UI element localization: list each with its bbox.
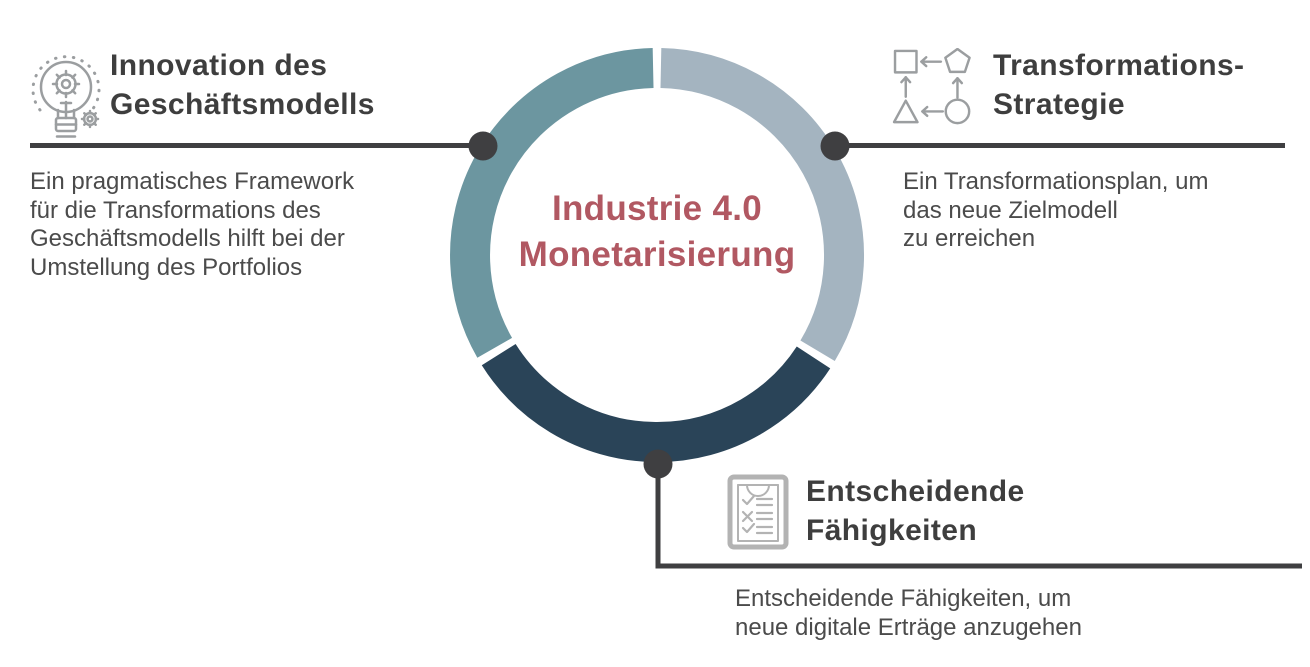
callout-heading-transformation: Transformations- Strategie <box>993 49 1245 121</box>
lightbulb-gears-icon <box>31 55 101 138</box>
callout-body-transformation: Ein Transformationsplan, um das neue Zie… <box>903 168 1209 252</box>
connector-line-bottom <box>655 464 1302 569</box>
connector-dot-left <box>468 131 498 161</box>
flow-shapes-icon <box>892 48 971 125</box>
callout-heading-innovation: Innovation des Geschäftsmodells <box>110 49 375 121</box>
callout-body-faehigkeiten: Entscheidende Fähigkeiten, um neue digit… <box>735 585 1082 641</box>
donut-segment-innovation <box>450 48 654 358</box>
callout-heading-faehigkeiten: Entscheidende Fähigkeiten <box>806 475 1025 547</box>
checklist-clipboard-icon <box>727 474 789 550</box>
center-title-line2: Monetarisierung <box>519 235 796 274</box>
donut-segment-faehigkeiten <box>481 343 831 463</box>
center-title-line1: Industrie 4.0 <box>552 189 762 228</box>
donut-segment-transformation <box>660 48 865 362</box>
callout-body-innovation: Ein pragmatisches Framework für die Tran… <box>30 168 355 281</box>
connector-dot-bottom <box>643 449 673 479</box>
connector-dot-right <box>820 131 850 161</box>
